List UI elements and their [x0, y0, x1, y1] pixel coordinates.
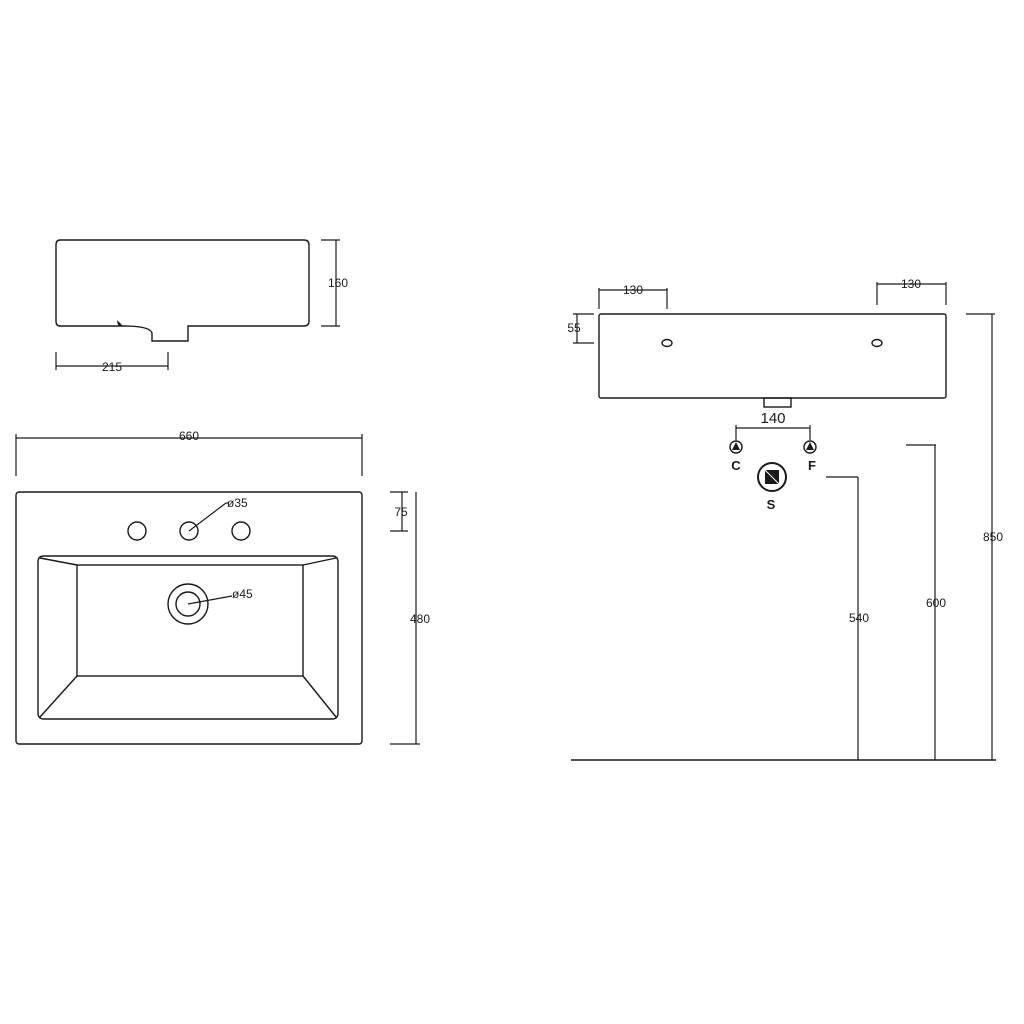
top-width-label: 660 — [179, 429, 199, 443]
front-basin-outline — [598, 313, 947, 399]
top-view: 660 ø35 ø45 75 480 — [15, 429, 430, 745]
left-bracket-label: 130 — [623, 283, 643, 297]
bevel-bottom-left — [39, 675, 78, 718]
waste-outlet-diagonal-icon — [764, 469, 780, 485]
tap-hole-leader — [188, 502, 227, 532]
waste-hole-label: ø45 — [232, 587, 253, 601]
side-view: 160 215 — [55, 239, 348, 374]
tap-hole-left — [127, 521, 147, 541]
waste-hole-inner — [175, 591, 201, 617]
waste-outlet-label: S — [767, 497, 776, 512]
waste-height-label: 540 — [849, 611, 869, 625]
waste-hole-outer — [167, 583, 209, 625]
tap-hole-center — [179, 521, 199, 541]
bowl-floor — [76, 564, 304, 677]
depth-label: 480 — [410, 612, 430, 626]
inlet-spacing-label: 140 — [760, 410, 785, 427]
tap-hole-right — [231, 521, 251, 541]
bracket-hole-left — [661, 338, 673, 348]
bevel-top-left — [39, 557, 78, 566]
cold-inlet-arrow-icon — [732, 442, 740, 450]
hot-inlet-icon — [803, 440, 817, 454]
basin-height-label: 850 — [983, 530, 1003, 544]
basin-outline — [15, 491, 363, 745]
bowl-rim — [37, 555, 339, 720]
front-view: 130 130 55 140 C F S 540 — [567, 277, 1003, 761]
waste-hole-leader — [187, 595, 233, 605]
side-offset-label: 215 — [102, 360, 122, 374]
bracket-height-label: 55 — [567, 321, 581, 335]
waste-outlet-icon — [757, 462, 787, 492]
bevel-top-right — [302, 557, 337, 566]
cold-inlet-label: C — [731, 458, 741, 473]
tap-edge-label: 75 — [394, 505, 408, 519]
right-bracket-label: 130 — [901, 277, 921, 291]
front-waste-stub — [763, 397, 792, 408]
side-view-outline — [55, 239, 310, 342]
hot-inlet-arrow-icon — [806, 442, 814, 450]
bracket-hole-right — [871, 338, 883, 348]
inlet-height-label: 600 — [926, 596, 946, 610]
tap-hole-label: ø35 — [227, 496, 248, 510]
side-height-label: 160 — [328, 276, 348, 290]
cold-inlet-icon — [729, 440, 743, 454]
hot-inlet-label: F — [808, 458, 816, 473]
bevel-bottom-right — [302, 675, 337, 718]
